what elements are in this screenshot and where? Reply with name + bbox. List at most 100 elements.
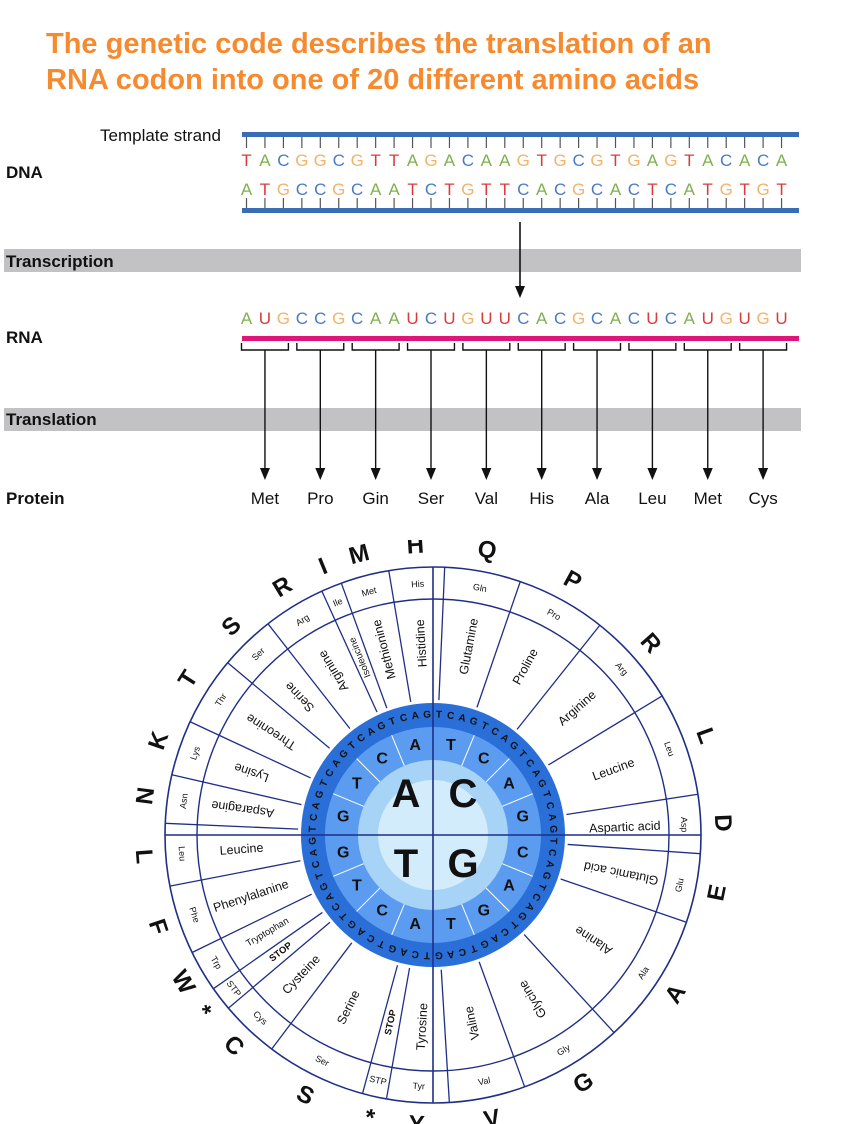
second-base-divider (391, 904, 405, 935)
figure-title: The genetic code describes the translati… (46, 26, 836, 98)
segment-divider (440, 969, 451, 1103)
third-base-t: T (308, 826, 319, 833)
rna-base: C (628, 309, 640, 328)
codon-bracket (240, 343, 290, 351)
third-base-a: A (365, 725, 377, 738)
second-base-c: C (376, 750, 388, 767)
codon-bracket (628, 343, 677, 351)
coding-base: C (296, 180, 308, 199)
coding-base: T (481, 180, 491, 199)
translation-arrow-head (481, 468, 492, 480)
segment-letter: Q (475, 540, 498, 565)
segment-letter: N (131, 785, 160, 806)
segment-divider (271, 942, 353, 1050)
third-base-a: A (310, 801, 322, 811)
second-base-divider (356, 887, 381, 912)
template-base: A (776, 151, 788, 170)
third-base-a: A (529, 767, 542, 779)
segment-name: Leucine (219, 841, 264, 858)
dna-label: DNA (6, 163, 43, 182)
protein-gin: Gin (362, 489, 388, 508)
rna-base: U (775, 309, 787, 328)
codon-bracket (738, 343, 788, 351)
segment-divider (438, 567, 446, 701)
rna-base: G (461, 309, 474, 328)
segment-letter: K (143, 727, 174, 753)
second-base-t: T (446, 737, 456, 754)
segment-divider (228, 921, 331, 1009)
third-base-a: A (308, 848, 320, 857)
segment-letter: * (362, 1104, 378, 1124)
third-base-c: C (457, 945, 467, 957)
third-base-a: A (543, 859, 555, 869)
segment-letter: S (216, 611, 246, 642)
translation-label: Translation (6, 410, 97, 429)
template-strand-backbone (242, 132, 799, 137)
second-base-g: G (478, 903, 490, 920)
template-base: A (702, 151, 714, 170)
translation-band (4, 408, 801, 431)
rna-base: A (536, 309, 548, 328)
segment-divider (566, 793, 698, 816)
segment-letter: L (130, 848, 158, 865)
segment-name: Histidine (413, 619, 430, 668)
segment-letter: G (568, 1067, 598, 1100)
third-base-t: T (436, 710, 443, 721)
coding-base: T (500, 180, 510, 199)
template-base: G (664, 151, 677, 170)
third-base-a: A (489, 931, 501, 944)
codon-bracket (406, 343, 456, 351)
template-base: C (572, 151, 584, 170)
rna-base: C (591, 309, 603, 328)
segment-abbr: STP (368, 1074, 387, 1088)
segment-divider (191, 893, 312, 954)
first-base-a: A (392, 772, 421, 816)
segment-name: Valine (462, 1005, 483, 1041)
segment-divider (171, 774, 302, 806)
segment-letter: F (143, 916, 173, 938)
segment-abbr: Met (360, 585, 378, 599)
segment-divider (567, 843, 701, 855)
template-base: G (314, 151, 327, 170)
template-base: T (610, 151, 620, 170)
template-base: T (537, 151, 547, 170)
second-base-divider (485, 758, 510, 783)
coding-base: T (444, 180, 454, 199)
third-base-c: C (489, 725, 501, 738)
third-base-g: G (387, 941, 398, 954)
second-base-divider (502, 863, 533, 877)
coding-base: G (277, 180, 290, 199)
template-base: A (499, 151, 511, 170)
translation-arrow-head (647, 468, 658, 480)
segment-abbr: Glu (673, 877, 686, 893)
segment-letter: L (690, 724, 720, 747)
rna-base: A (684, 309, 696, 328)
coding-base: T (647, 180, 657, 199)
rna-base: G (756, 309, 769, 328)
translation-arrow-head (592, 468, 603, 480)
protein-ala: Ala (585, 489, 610, 508)
protein-val: Val (475, 489, 498, 508)
second-base-c: C (517, 844, 529, 861)
protein-met: Met (694, 489, 723, 508)
protein-met: Met (251, 489, 280, 508)
translation-arrow-head (370, 468, 381, 480)
segment-abbr: Leu (662, 740, 677, 758)
second-base-divider (356, 758, 381, 783)
template-base: C (277, 151, 289, 170)
third-base-a: A (411, 710, 420, 722)
coding-base: A (241, 180, 253, 199)
third-base-g: G (307, 837, 318, 846)
segment-divider (478, 961, 526, 1088)
coding-base: C (351, 180, 363, 199)
third-base-c: C (529, 891, 542, 903)
template-base: C (462, 151, 474, 170)
transcription-label: Transcription (6, 252, 114, 271)
template-base: A (444, 151, 456, 170)
third-base-c: C (323, 767, 336, 779)
template-base: A (481, 151, 493, 170)
protein-his: His (529, 489, 554, 508)
coding-base: C (554, 180, 566, 199)
title-line-2: RNA codon into one of 20 different amino… (46, 64, 700, 96)
second-base-a: A (409, 916, 421, 933)
